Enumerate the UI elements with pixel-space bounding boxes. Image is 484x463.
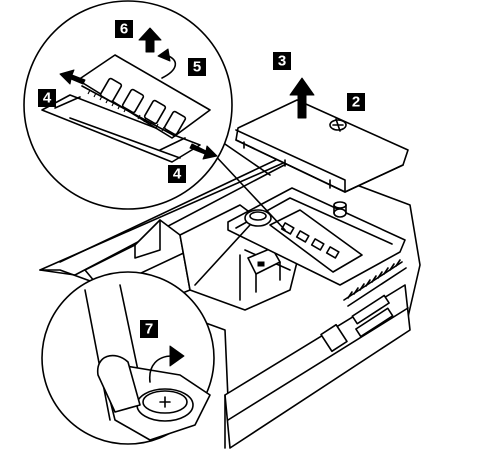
step-callout-5: 5 — [188, 58, 206, 76]
memory-detail-circle — [23, 0, 233, 210]
latch-right-arrow-icon — [189, 143, 218, 160]
installed-memory-module — [269, 209, 363, 273]
detail-memory-module — [77, 54, 211, 139]
step-callout-4-left: 4 — [38, 89, 56, 107]
lift-module-arrow-icon — [138, 27, 162, 53]
vent-slots — [320, 294, 394, 353]
latch-left-arrow-icon — [59, 69, 86, 85]
svg-text:3: 3 — [278, 53, 286, 70]
battery-detail-circle — [41, 271, 215, 445]
memory-compartment — [227, 187, 406, 286]
cover-screw-post — [333, 201, 347, 218]
backup-battery-icon — [136, 388, 194, 422]
step-callout-6: 6 — [115, 20, 133, 38]
step-callout-3: 3 — [273, 52, 291, 70]
step-callout-7: 7 — [140, 320, 158, 338]
cover-screw-icon — [329, 118, 347, 132]
hinge-ribs — [343, 259, 407, 307]
svg-text:5: 5 — [193, 59, 201, 76]
svg-text:2: 2 — [352, 94, 360, 111]
svg-text:7: 7 — [145, 321, 153, 338]
step-callout-2: 2 — [347, 93, 365, 111]
memory-cover — [235, 99, 409, 193]
step-callout-4-right: 4 — [168, 165, 186, 183]
svg-text:4: 4 — [173, 166, 182, 183]
lift-cover-arrow-icon — [289, 77, 315, 119]
battery-bracket — [247, 247, 281, 293]
svg-text:4: 4 — [43, 90, 52, 107]
pivot-module-arrow-icon — [157, 48, 177, 79]
svg-text:6: 6 — [120, 21, 128, 38]
pry-battery-arrow-icon — [148, 345, 185, 383]
